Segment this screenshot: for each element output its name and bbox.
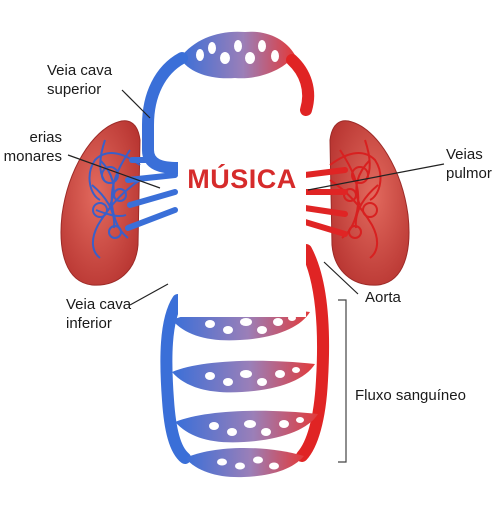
left-lung-vessels — [88, 139, 141, 259]
capillary-bed-2 — [172, 360, 315, 393]
label-line: monares — [3, 148, 62, 165]
label-line: pulmor — [446, 165, 492, 182]
label-veia-cava-superior: Veia cava superior — [47, 61, 112, 99]
capillary-bed-4 — [185, 447, 304, 478]
label-line: inferior — [66, 315, 112, 332]
inferior-vena-cava — [160, 294, 191, 464]
title-background — [178, 142, 306, 317]
right-pulmonary-branches — [302, 167, 348, 237]
label-line: erias — [29, 129, 62, 146]
diagram-title: MÚSICA — [187, 164, 297, 194]
label-arterias-pulmonares: erias monares — [4, 128, 62, 166]
label-veias-pulmonares: Veias pulmor — [446, 145, 492, 183]
superior-vena-cava — [142, 52, 188, 174]
descending-aorta — [296, 244, 330, 462]
leader-lines — [67, 89, 445, 306]
flow-bracket — [338, 299, 347, 463]
right-lung-vessels — [329, 139, 382, 259]
aortic-arch — [286, 54, 315, 116]
label-fluxo-sanguineo: Fluxo sanguíneo — [355, 387, 466, 404]
label-aorta: Aorta — [365, 289, 401, 306]
upper-capillary-bed — [180, 31, 295, 79]
label-line: Veia cava — [47, 62, 113, 79]
label-veia-cava-inferior: Veia cava inferior — [66, 295, 131, 333]
label-line: Veias — [446, 146, 483, 163]
label-line: superior — [47, 81, 102, 98]
label-line: Veia cava — [66, 296, 132, 313]
capillary-bed-3 — [175, 410, 318, 443]
